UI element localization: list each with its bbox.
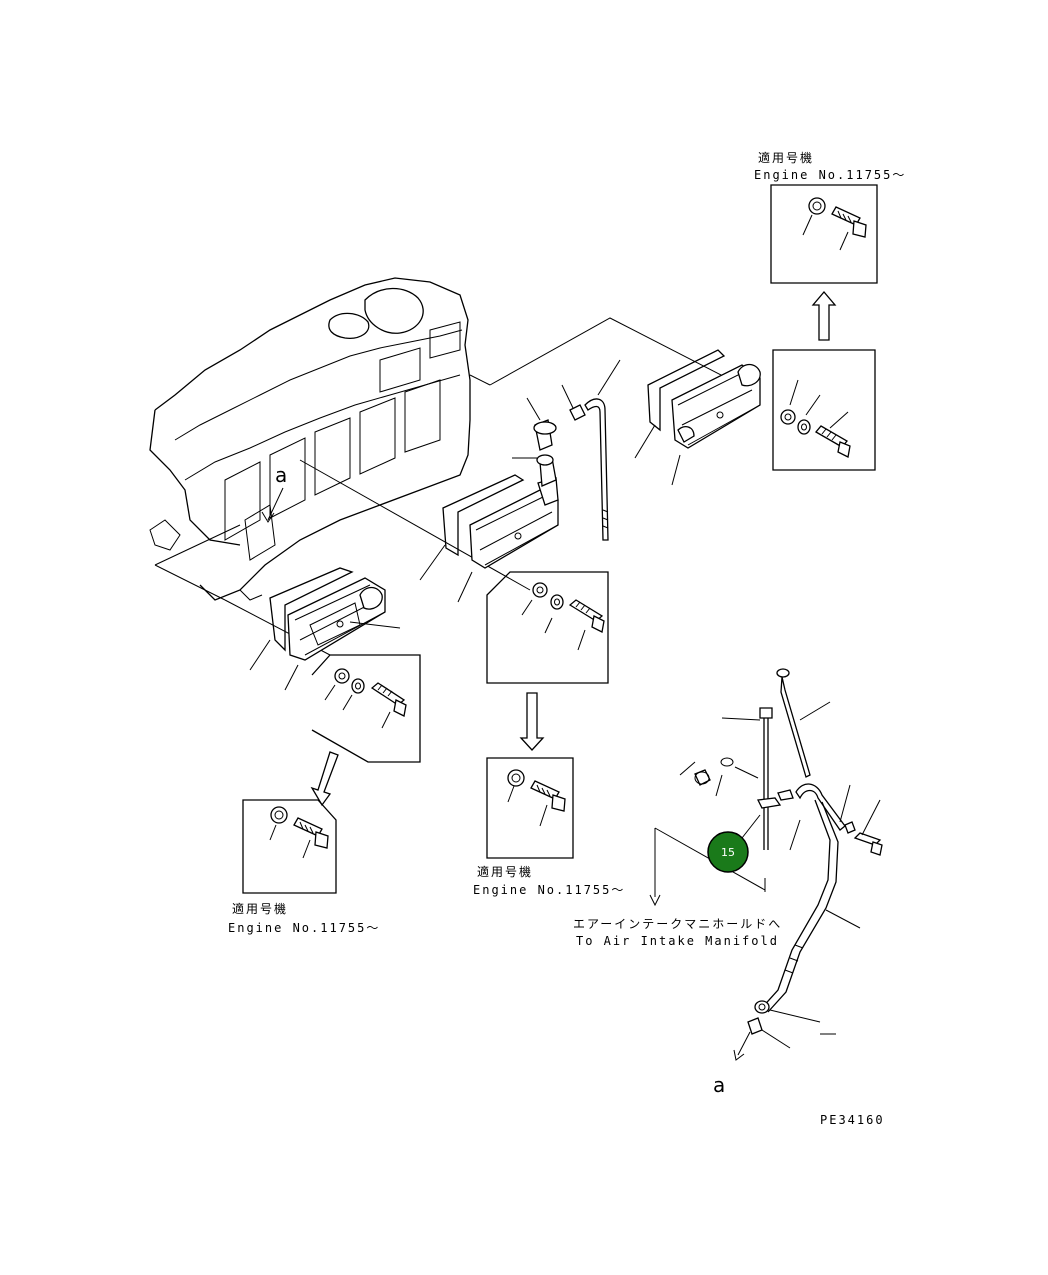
callout-number: 15 [721,846,735,859]
engine-no-label-left: Engine No.11755～ [228,921,380,935]
bolt-box-right [772,349,876,471]
breather-assembly [512,359,621,541]
engine-block: a [149,277,471,601]
arrow-left [310,751,339,807]
engine-no-label-right: Engine No.11755～ [754,168,906,182]
to-manifold-jp-label: エアーインテークマニホールドへ [573,917,782,931]
dipstick-assembly: a [679,668,883,1097]
arrow-right [811,290,837,341]
manifold-leader: エアーインテークマニホールドへ To Air Intake Manifold [573,814,782,948]
detail-box-right: 適用号機 Engine No.11755～ [754,150,906,284]
bolt-box-middle [486,571,609,684]
arrow-middle [519,692,545,751]
rocker-cover-left [249,567,401,691]
detail-box-left: 適用号機 Engine No.11755～ [228,799,380,935]
leader-lines [154,317,761,656]
rocker-cover-middle [419,457,559,603]
callout-15[interactable]: 15 [707,831,749,873]
applicable-label-left: 適用号機 [232,901,288,916]
reference-a-bottom: a [713,1073,725,1097]
reference-a-top: a [275,463,287,487]
applicable-label-right: 適用号機 [758,150,814,165]
to-manifold-en-label: To Air Intake Manifold [576,934,779,948]
rocker-cover-right [634,349,761,486]
engine-no-label-middle: Engine No.11755～ [473,883,625,897]
applicable-label-middle: 適用号機 [477,864,533,879]
detail-box-middle: 適用号機 Engine No.11755～ [473,757,625,897]
drawing-code: PE34160 [820,1113,885,1127]
bolt-box-left [311,654,421,763]
